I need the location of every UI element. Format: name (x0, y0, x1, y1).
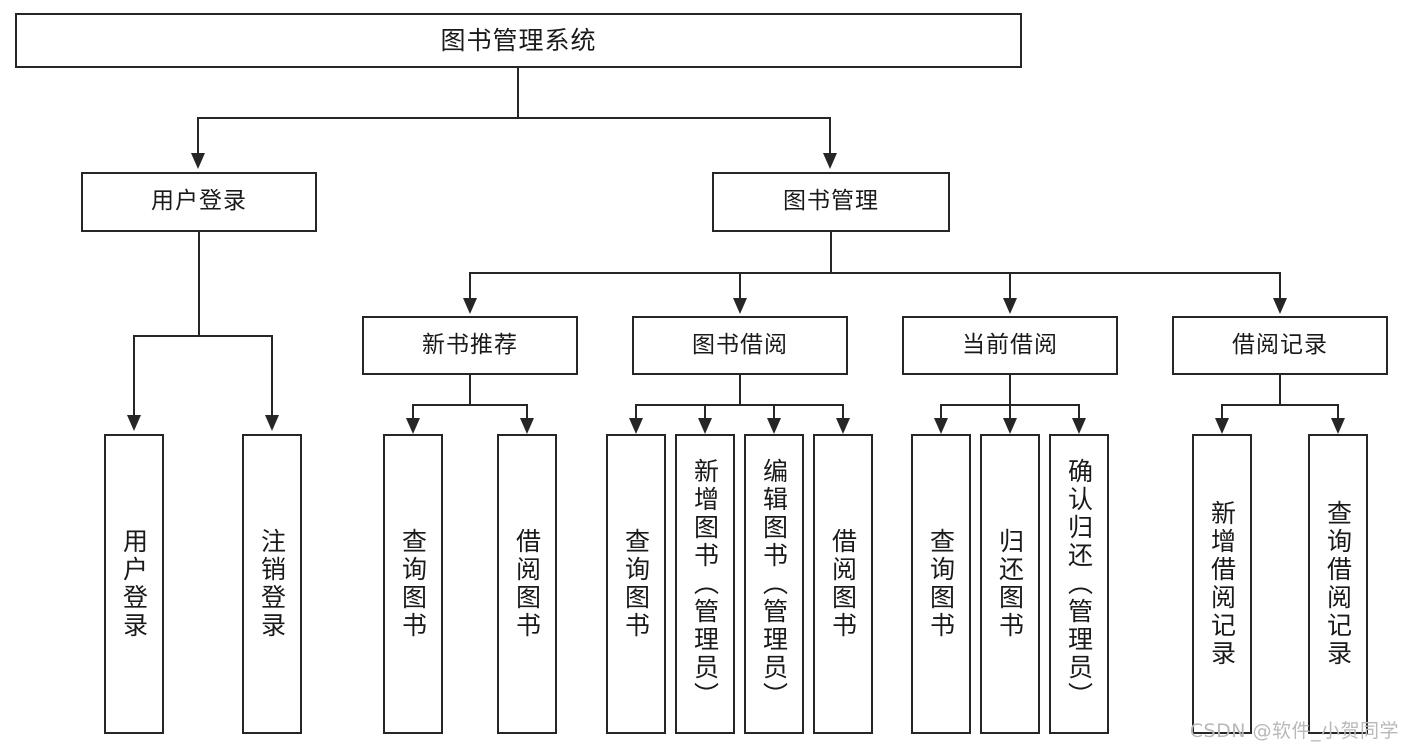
node-label: 用户登录 (151, 188, 247, 215)
connector-book-borrow-to-leaf-1 (635, 404, 637, 420)
node-label: 确认归还（管理员） (1064, 458, 1094, 710)
node-user-login[interactable]: 用户登录 (81, 172, 317, 232)
node-book-manage[interactable]: 图书管理 (712, 172, 950, 232)
node-label: 借阅图书 (512, 528, 542, 640)
connector-book-manage-to-current-borrow (1009, 272, 1011, 300)
connector-root-stem (517, 68, 519, 118)
node-label: 查询图书 (926, 528, 956, 640)
node-label: 注销登录 (257, 528, 287, 640)
leaf-borrow-book-2[interactable]: 借阅图书 (813, 434, 873, 734)
connector-borrow-record-to-leaf-2 (1337, 404, 1339, 420)
arrow-book-borrow-to-leaf-2 (698, 418, 712, 434)
node-label: 查询借阅记录 (1323, 500, 1353, 668)
arrow-current-borrow-to-leaf-1 (934, 418, 948, 434)
connector-book-borrow-stem (739, 375, 741, 405)
node-label: 图书管理 (783, 188, 879, 215)
connector-book-borrow-to-leaf-2 (704, 404, 706, 420)
node-label: 图书借阅 (692, 331, 788, 358)
connector-new-book-to-leaf-1 (412, 404, 414, 420)
leaf-edit-book[interactable]: 编辑图书（管理员） (744, 434, 804, 734)
node-label: 借阅图书 (828, 528, 858, 640)
arrow-borrow-record-to-leaf-2 (1331, 418, 1345, 434)
node-label: 新增借阅记录 (1207, 500, 1237, 668)
connector-book-manage-to-new-book (469, 272, 471, 300)
arrow-book-borrow-to-leaf-3 (767, 418, 781, 434)
leaf-query-record[interactable]: 查询借阅记录 (1308, 434, 1368, 734)
node-label: 归还图书 (995, 528, 1025, 640)
connector-user-login-to-leaf-2 (271, 335, 273, 417)
leaf-add-record[interactable]: 新增借阅记录 (1192, 434, 1252, 734)
connector-book-borrow-bus (635, 404, 844, 406)
connector-new-book-to-leaf-2 (526, 404, 528, 420)
node-label: 编辑图书（管理员） (759, 458, 789, 710)
leaf-query-book-1[interactable]: 查询图书 (383, 434, 443, 734)
leaf-return-book[interactable]: 归还图书 (980, 434, 1040, 734)
connector-book-borrow-to-leaf-3 (773, 404, 775, 420)
leaf-logout-login[interactable]: 注销登录 (242, 434, 302, 734)
arrow-user-login-to-leaf-1 (127, 415, 141, 431)
node-label: 查询图书 (621, 528, 651, 640)
arrow-root-to-book-manage (823, 153, 837, 169)
leaf-query-book-3[interactable]: 查询图书 (911, 434, 971, 734)
node-book-borrow[interactable]: 图书借阅 (632, 316, 848, 375)
connector-current-borrow-to-leaf-2 (1009, 404, 1011, 420)
connector-user-login-bus (133, 335, 272, 337)
node-new-book-recommend[interactable]: 新书推荐 (362, 316, 578, 375)
node-label: 查询图书 (398, 528, 428, 640)
leaf-query-book-2[interactable]: 查询图书 (606, 434, 666, 734)
arrow-book-manage-to-borrow-record (1273, 298, 1287, 314)
arrow-root-to-user-login (191, 153, 205, 169)
arrow-current-borrow-to-leaf-2 (1003, 418, 1017, 434)
node-label: 借阅记录 (1232, 331, 1328, 358)
connector-current-borrow-stem (1009, 375, 1011, 405)
leaf-borrow-book-1[interactable]: 借阅图书 (497, 434, 557, 734)
connector-root-bus (197, 117, 831, 119)
arrow-book-borrow-to-leaf-1 (629, 418, 643, 434)
arrow-book-manage-to-new-book (463, 298, 477, 314)
node-label: 图书管理系统 (440, 25, 597, 55)
node-current-borrow[interactable]: 当前借阅 (902, 316, 1118, 375)
arrow-book-borrow-to-leaf-4 (836, 418, 850, 434)
arrow-new-book-to-leaf-1 (406, 418, 420, 434)
connector-book-manage-to-borrow-record (1279, 272, 1281, 300)
connector-new-book-bus (412, 404, 527, 406)
arrow-user-login-to-leaf-2 (265, 415, 279, 431)
connector-book-borrow-to-leaf-4 (842, 404, 844, 420)
node-borrow-record[interactable]: 借阅记录 (1172, 316, 1388, 375)
connector-book-manage-stem (830, 232, 832, 273)
arrow-new-book-to-leaf-2 (520, 418, 534, 434)
connector-root-to-book-manage (829, 117, 831, 155)
connector-root-to-user-login (197, 117, 199, 155)
leaf-add-book[interactable]: 新增图书（管理员） (675, 434, 735, 734)
arrow-book-manage-to-book-borrow (733, 298, 747, 314)
arrow-borrow-record-to-leaf-1 (1215, 418, 1229, 434)
node-label: 新书推荐 (422, 331, 518, 358)
connector-borrow-record-bus (1221, 404, 1338, 406)
leaf-user-login[interactable]: 用户登录 (104, 434, 164, 734)
node-label: 用户登录 (119, 528, 149, 640)
connector-borrow-record-to-leaf-1 (1221, 404, 1223, 420)
node-label: 新增图书（管理员） (690, 458, 720, 710)
arrow-current-borrow-to-leaf-3 (1072, 418, 1086, 434)
connector-new-book-stem (469, 375, 471, 405)
arrow-book-manage-to-current-borrow (1003, 298, 1017, 314)
leaf-confirm-return[interactable]: 确认归还（管理员） (1049, 434, 1109, 734)
connector-user-login-stem (198, 232, 200, 336)
connector-book-manage-bus (469, 272, 1281, 274)
node-root-system[interactable]: 图书管理系统 (15, 13, 1022, 68)
node-label: 当前借阅 (962, 331, 1058, 358)
connector-borrow-record-stem (1279, 375, 1281, 405)
connector-book-manage-to-book-borrow (739, 272, 741, 300)
connector-current-borrow-to-leaf-3 (1078, 404, 1080, 420)
connector-current-borrow-to-leaf-1 (940, 404, 942, 420)
connector-user-login-to-leaf-1 (133, 335, 135, 417)
